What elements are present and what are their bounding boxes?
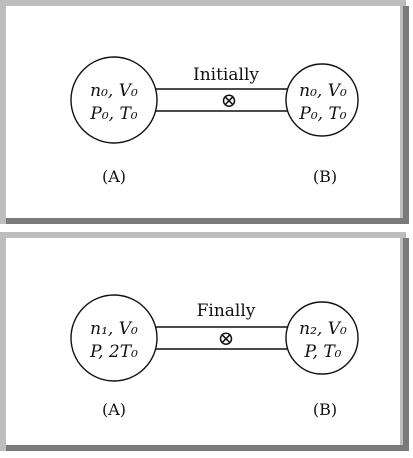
state-title: Initially — [193, 65, 259, 85]
vessel-b-pressure-temperature: P, T₀ — [304, 342, 342, 362]
vessel-b-label: (B) — [313, 167, 337, 186]
vessel-b-pressure-temperature: P₀, T₀ — [298, 104, 346, 124]
vessel-b-bulb — [285, 63, 359, 137]
vessel-a-amount-volume: n₁, V₀ — [90, 319, 138, 339]
valve-icon: ⊗ — [221, 88, 238, 112]
final-state-panel: ⊗ Finally n₁, V₀ P, 2T₀ n₂, V₀ P, T₀ (A)… — [0, 226, 413, 454]
vessel-a-pressure-temperature: P₀, T₀ — [89, 104, 137, 124]
vessel-a-amount-volume: n₀, V₀ — [90, 81, 138, 101]
vessel-a-bulb — [70, 56, 158, 144]
initial-state-panel: ⊗ Initially n₀, V₀ P₀, T₀ n₀, V₀ P₀, T₀ … — [0, 0, 413, 228]
vessel-a-bulb — [70, 294, 158, 382]
vessel-b-amount-volume: n₀, V₀ — [299, 81, 347, 101]
vessel-b-bulb — [285, 301, 359, 375]
valve-icon: ⊗ — [218, 326, 235, 350]
final-state-diagram: ⊗ Finally n₁, V₀ P, 2T₀ n₂, V₀ P, T₀ (A)… — [0, 232, 409, 451]
initial-state-diagram: ⊗ Initially n₀, V₀ P₀, T₀ n₀, V₀ P₀, T₀ … — [0, 0, 409, 224]
vessel-a-label: (A) — [102, 167, 126, 186]
vessel-a-pressure-temperature: P, 2T₀ — [89, 342, 138, 362]
state-title: Finally — [197, 301, 256, 321]
vessel-a-label: (A) — [102, 400, 126, 419]
vessel-b-label: (B) — [313, 400, 337, 419]
vessel-b-amount-volume: n₂, V₀ — [299, 319, 347, 339]
